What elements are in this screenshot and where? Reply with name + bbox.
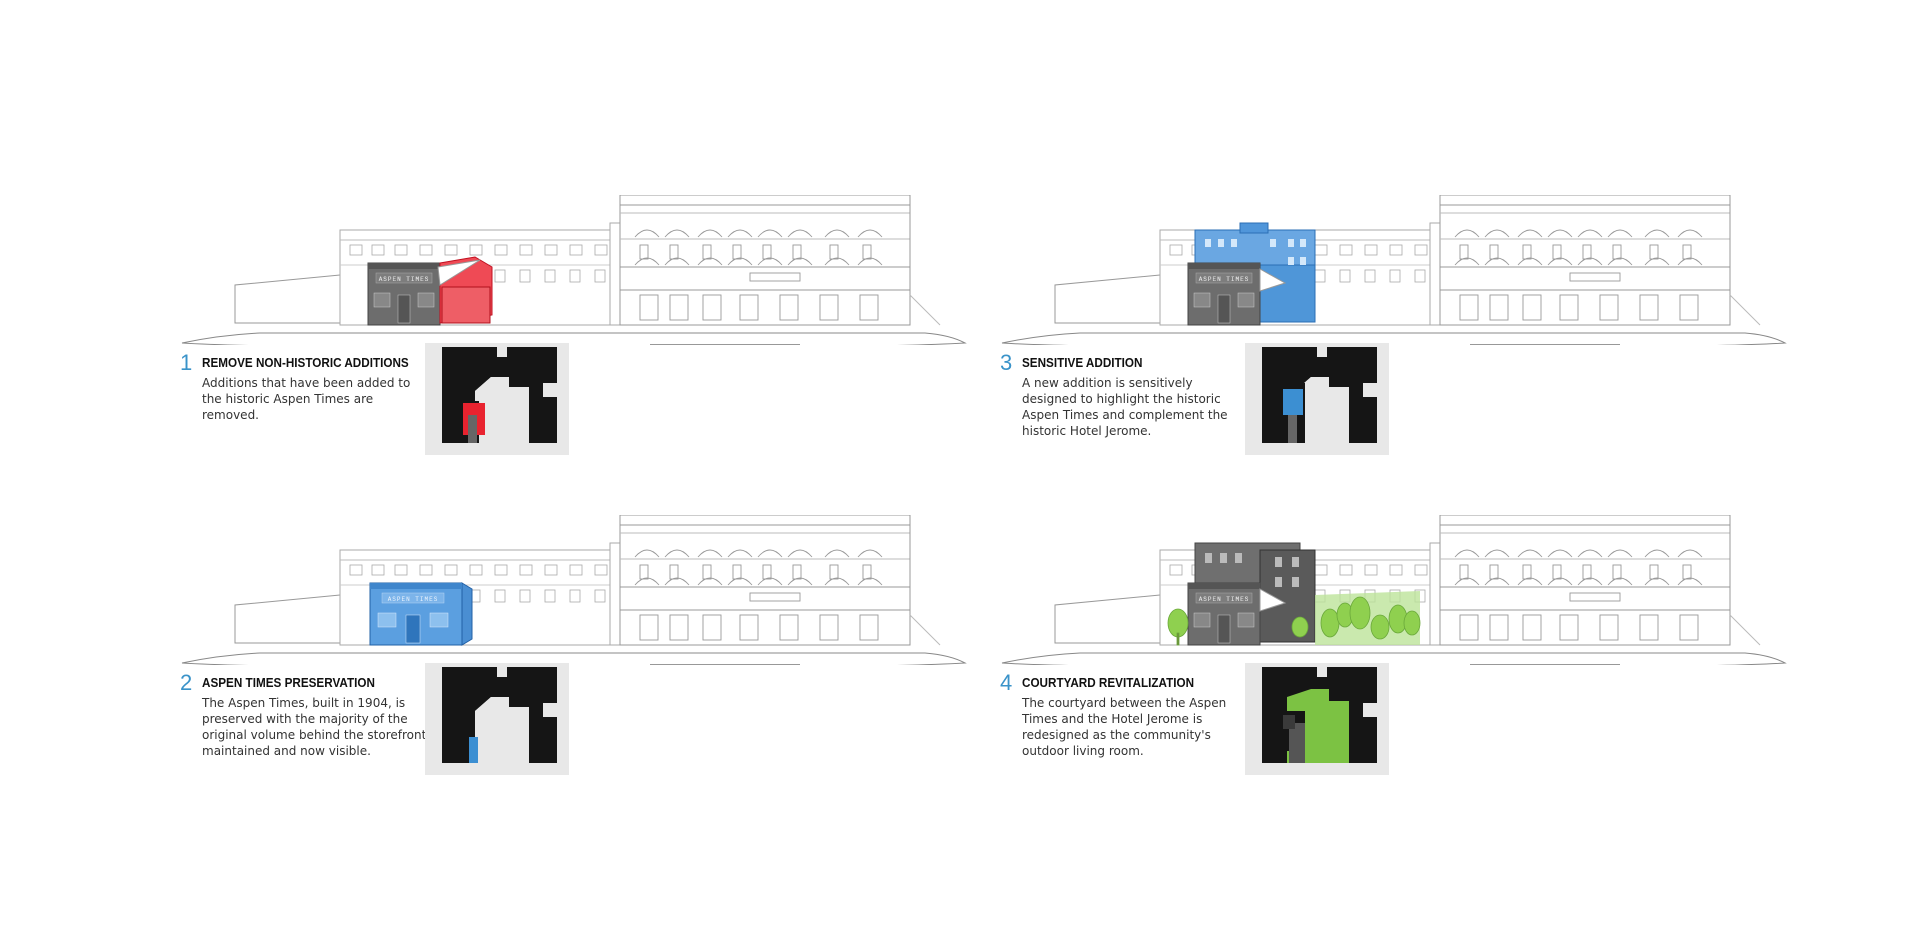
step-title: REMOVE NON-HISTORIC ADDITIONS xyxy=(202,355,409,370)
step-4-elevation-drawing: ASPEN TIMES xyxy=(1001,515,1786,665)
step-number: 1 xyxy=(180,350,193,375)
step-title: SENSITIVE ADDITION xyxy=(1022,355,1143,370)
step-2-panel: ASPEN TIMES 2 ASPEN TIMES PRESERVATION T… xyxy=(180,515,1000,815)
step-3-panel: ASPEN TIMES 3 SENSITIVE ADDITION A new a… xyxy=(1000,195,1820,495)
step-title: COURTYARD REVITALIZATION xyxy=(1022,675,1195,690)
step-number: 2 xyxy=(180,670,193,695)
step-1-site-plan xyxy=(425,343,569,455)
step-2-elevation-drawing: ASPEN TIMES xyxy=(181,515,966,665)
step-description: Additions that have been added to the hi… xyxy=(202,376,411,422)
step-3-elevation-drawing: ASPEN TIMES xyxy=(1001,195,1786,345)
step-number: 3 xyxy=(1000,350,1013,375)
step-title: ASPEN TIMES PRESERVATION xyxy=(202,675,375,690)
step-4-site-plan xyxy=(1245,663,1389,775)
step-description: The Aspen Times, built in 1904, is prese… xyxy=(202,696,427,758)
step-description: A new addition is sensitively designed t… xyxy=(1022,376,1228,438)
step-4-panel: ASPEN TIMES 4 COURTYARD REVITALIZATION T… xyxy=(1000,515,1820,815)
aspen-times-sign: ASPEN TIMES xyxy=(388,596,439,603)
step-1-elevation-drawing: ASPEN TIMES xyxy=(181,195,966,345)
step-description: The courtyard between the Aspen Times an… xyxy=(1022,696,1227,758)
aspen-times-sign: ASPEN TIMES xyxy=(1199,596,1250,603)
step-2-site-plan xyxy=(425,663,569,775)
step-3-site-plan xyxy=(1245,343,1389,455)
step-1-panel: ASPEN TIMES 1 REMOVE NON-HISTORIC ADDITI… xyxy=(180,195,1000,495)
step-number: 4 xyxy=(1000,670,1013,695)
aspen-times-sign: ASPEN TIMES xyxy=(379,276,430,283)
aspen-times-sign: ASPEN TIMES xyxy=(1199,276,1250,283)
